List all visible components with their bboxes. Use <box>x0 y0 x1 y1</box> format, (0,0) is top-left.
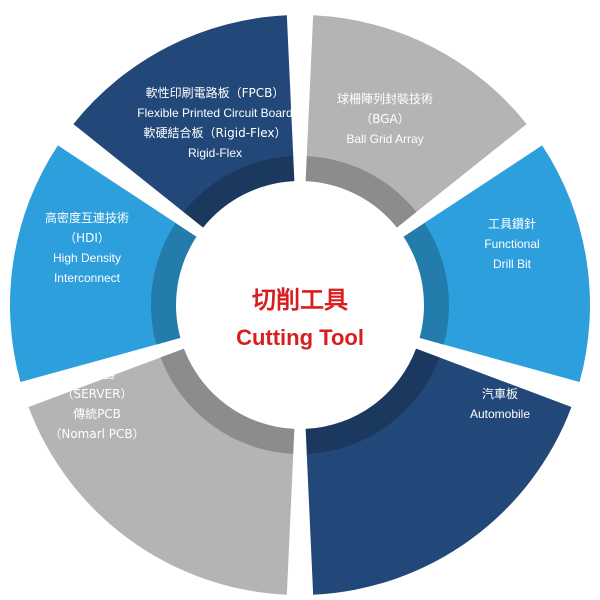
segment-drill-outer <box>423 145 591 383</box>
segment-fpcb-line: 軟硬結合板（Rigid-Flex） <box>143 125 286 140</box>
segment-hdi-outer <box>9 145 177 383</box>
segment-hdi-line: 高密度互連技術 <box>45 210 129 225</box>
segment-hdi-line: High Density <box>53 251 121 265</box>
segment-drill-inner-band <box>403 222 449 345</box>
segment-fpcb-line: Rigid-Flex <box>188 146 242 160</box>
center-title-cn: 切削工具 <box>252 286 348 314</box>
segment-auto-outer <box>306 357 572 595</box>
segment-hdi-line: Interconnect <box>54 271 121 285</box>
segment-bga-outer <box>306 15 527 213</box>
segment-bga-inner-band <box>305 156 417 228</box>
segment-auto-line: Automobile <box>470 407 530 421</box>
segment-fpcb-line: Flexible Printed Circuit Board <box>137 106 292 120</box>
segment-drill-line: Functional <box>484 237 539 251</box>
segment-bga: 球柵陣列封裝技術 （BGA） Ball Grid Array <box>305 15 527 228</box>
segment-hdi-line: （HDI） <box>64 231 110 245</box>
segment-fpcb: 軟性印刷電路板（FPCB） Flexible Printed Circuit Bo… <box>73 15 295 228</box>
center-label: 切削工具 Cutting Tool <box>236 286 364 350</box>
center-title-en: Cutting Tool <box>236 325 364 350</box>
segment-server-inner-band <box>160 348 295 454</box>
segment-fpcb-inner-band <box>183 156 295 228</box>
segment-bga-line: （BGA） <box>360 112 410 126</box>
segment-fpcb-line: 軟性印刷電路板（FPCB） <box>146 85 285 100</box>
segment-server-line: （SERVER） <box>61 387 132 401</box>
segment-auto-line: 汽車板 <box>482 386 518 401</box>
segment-drill-line: Drill Bit <box>493 257 532 271</box>
segment-server: 伺服器 （SERVER） 傳統PCB （Nomarl PCB） <box>28 348 295 595</box>
segment-auto-inner-band <box>305 348 440 454</box>
segment-hdi-inner-band <box>151 222 197 345</box>
segment-drill-line: 工具鑽針 <box>488 216 536 231</box>
segment-server-outer <box>28 357 294 595</box>
segment-auto: 汽車板 Automobile <box>305 348 572 595</box>
segment-bga-line: Ball Grid Array <box>346 132 423 146</box>
segment-server-line: 傳統PCB <box>73 407 121 421</box>
segment-fpcb-outer <box>73 15 294 213</box>
segment-server-line: 伺服器 <box>79 367 115 381</box>
segment-server-line: （Nomarl PCB） <box>49 427 144 441</box>
segment-bga-line: 球柵陣列封裝技術 <box>337 92 433 106</box>
